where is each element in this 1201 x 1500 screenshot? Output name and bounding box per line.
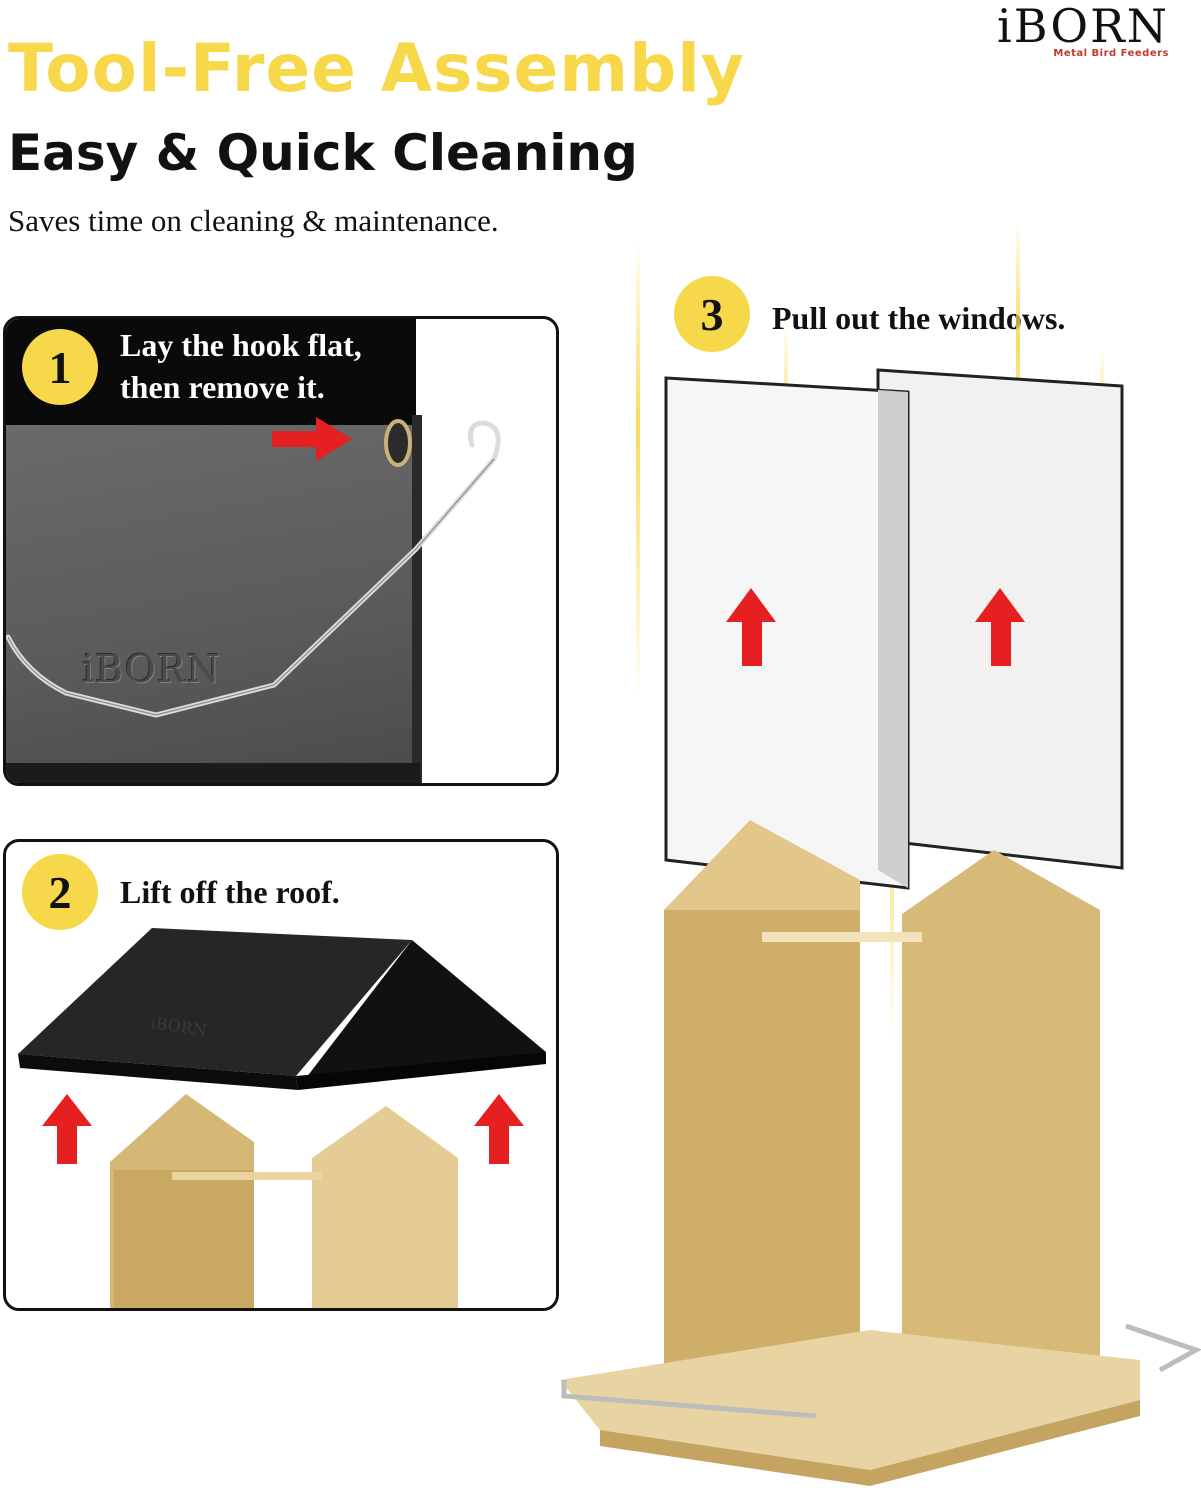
roof-front-edge [18,1054,298,1090]
feeder-left-side [114,1170,254,1308]
roof-right-panel [306,940,546,1078]
step-1-badge: 1 [22,329,98,405]
step-3-badge: 3 [674,276,750,352]
hook-wire-highlight [7,458,495,716]
brand-name: iBORN [997,0,1169,53]
roof-right-edge [296,1052,546,1090]
feeder-back-wall-right [902,850,1100,1400]
embossed-logo: iBORN [82,647,221,691]
window-left-pane [664,376,910,890]
hook-wire [6,420,501,718]
step-2-badge: 2 [22,854,98,930]
feeder-left-side-panel [664,910,860,1380]
feeder-handle-wire [1125,1323,1201,1373]
feeder-perch-bar [762,932,922,942]
headline: Tool-Free Assembly [8,30,745,107]
feeder-handle-wire [561,1380,817,1419]
step-1-line-1: Lay the hook flat, [120,327,362,363]
brand-tagline: Metal Bird Feeders [1053,48,1169,60]
brand-logo: iBORN Metal Bird Feeders [997,0,1169,60]
subheadline: Easy & Quick Cleaning [8,124,638,182]
feeder-right-wall [312,1106,458,1308]
step-2-text: Lift off the roof. [120,874,340,910]
red-arrow-up-icon [42,1094,92,1164]
red-arrow-right-icon [272,417,352,461]
step-2-panel: 2 Lift off the roof. iBORN [3,839,559,1311]
feeder-perch-bar [172,1172,322,1180]
step-1-panel: 1 Lay the hook flat, then remove it. iBO… [3,316,559,786]
step-1-line-2: then remove it. [120,369,325,405]
tagline: Saves time on cleaning & maintenance. [8,203,499,238]
motion-line [636,240,640,700]
feeder-tray [560,1330,1140,1470]
motion-line [1016,220,1020,520]
wall-edge-shadow [412,415,422,783]
red-arrow-up-icon [474,1094,524,1164]
roof-and-feeder-illustration: iBORN [18,928,546,1308]
roof-left-panel [18,928,412,1076]
window-left-edge [878,390,908,888]
red-arrow-up-icon [975,588,1025,666]
feeder-wall-photo [6,425,420,783]
hook-slot [384,419,412,467]
red-arrow-up-icon [726,588,776,666]
feeder-tray-rim [600,1400,1140,1486]
feeder-assembly-illustration [560,220,1201,1486]
wire-hook [6,419,501,718]
wall-bottom-strip [6,763,420,783]
